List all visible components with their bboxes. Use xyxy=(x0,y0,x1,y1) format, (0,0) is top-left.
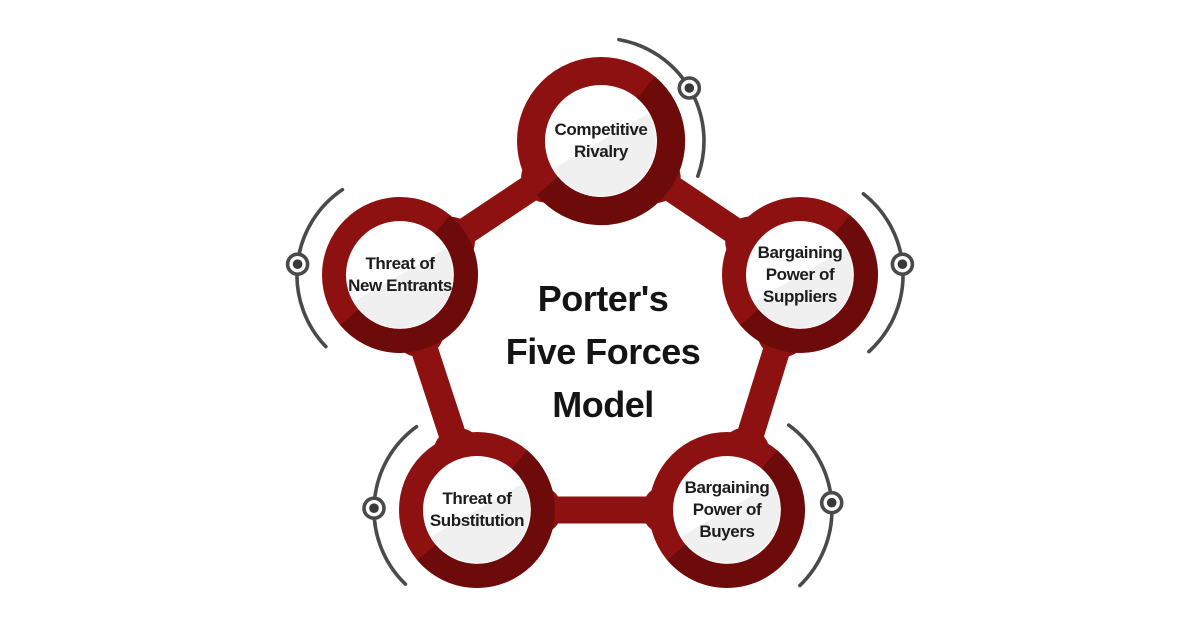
orbit-arcs xyxy=(285,37,915,588)
node-label-competitive-rivalry: Competitive Rivalry xyxy=(554,120,648,161)
target-marker-dot xyxy=(292,259,303,270)
node-bargaining-power-of-suppliers xyxy=(722,197,878,353)
node-inner-shadow xyxy=(549,111,656,196)
node-competitive-rivalry xyxy=(517,57,686,226)
node-ring-shadow xyxy=(536,76,686,226)
node-label-bargaining-power-of-buyers: Bargaining Power of Buyers xyxy=(684,478,770,541)
target-marker-dot xyxy=(897,259,908,270)
node-ring-shadow xyxy=(417,450,555,588)
node-inner-shadow xyxy=(348,245,453,328)
target-marker-icon xyxy=(285,252,310,277)
target-marker-icon xyxy=(362,496,386,521)
node-label-threat-of-substitution: Threat of Substitution xyxy=(429,489,525,530)
target-marker-dot xyxy=(369,503,379,513)
node-ring-shadow xyxy=(340,215,478,353)
node-label-threat-of-new-entrants: Threat of New Entrants xyxy=(348,254,452,295)
node-label-bargaining-power-of-suppliers: Bargaining Power of Suppliers xyxy=(757,243,843,306)
node-bargaining-power-of-buyers xyxy=(649,432,805,588)
node-inner-shadow xyxy=(748,245,853,328)
diagram-title: Porter's Five Forces Model xyxy=(505,277,701,425)
target-marker-icon xyxy=(890,252,915,277)
node-threat-of-substitution xyxy=(399,432,555,588)
target-marker-icon xyxy=(677,76,702,100)
node-ring-shadow xyxy=(667,450,805,588)
target-marker-dot xyxy=(684,83,695,93)
node-ring-shadow xyxy=(740,215,878,353)
node-inner-shadow xyxy=(425,480,530,563)
target-marker-dot xyxy=(826,497,837,508)
target-marker-icon xyxy=(819,490,844,515)
node-inner-shadow xyxy=(675,480,780,563)
node-threat-of-new-entrants xyxy=(322,197,478,353)
